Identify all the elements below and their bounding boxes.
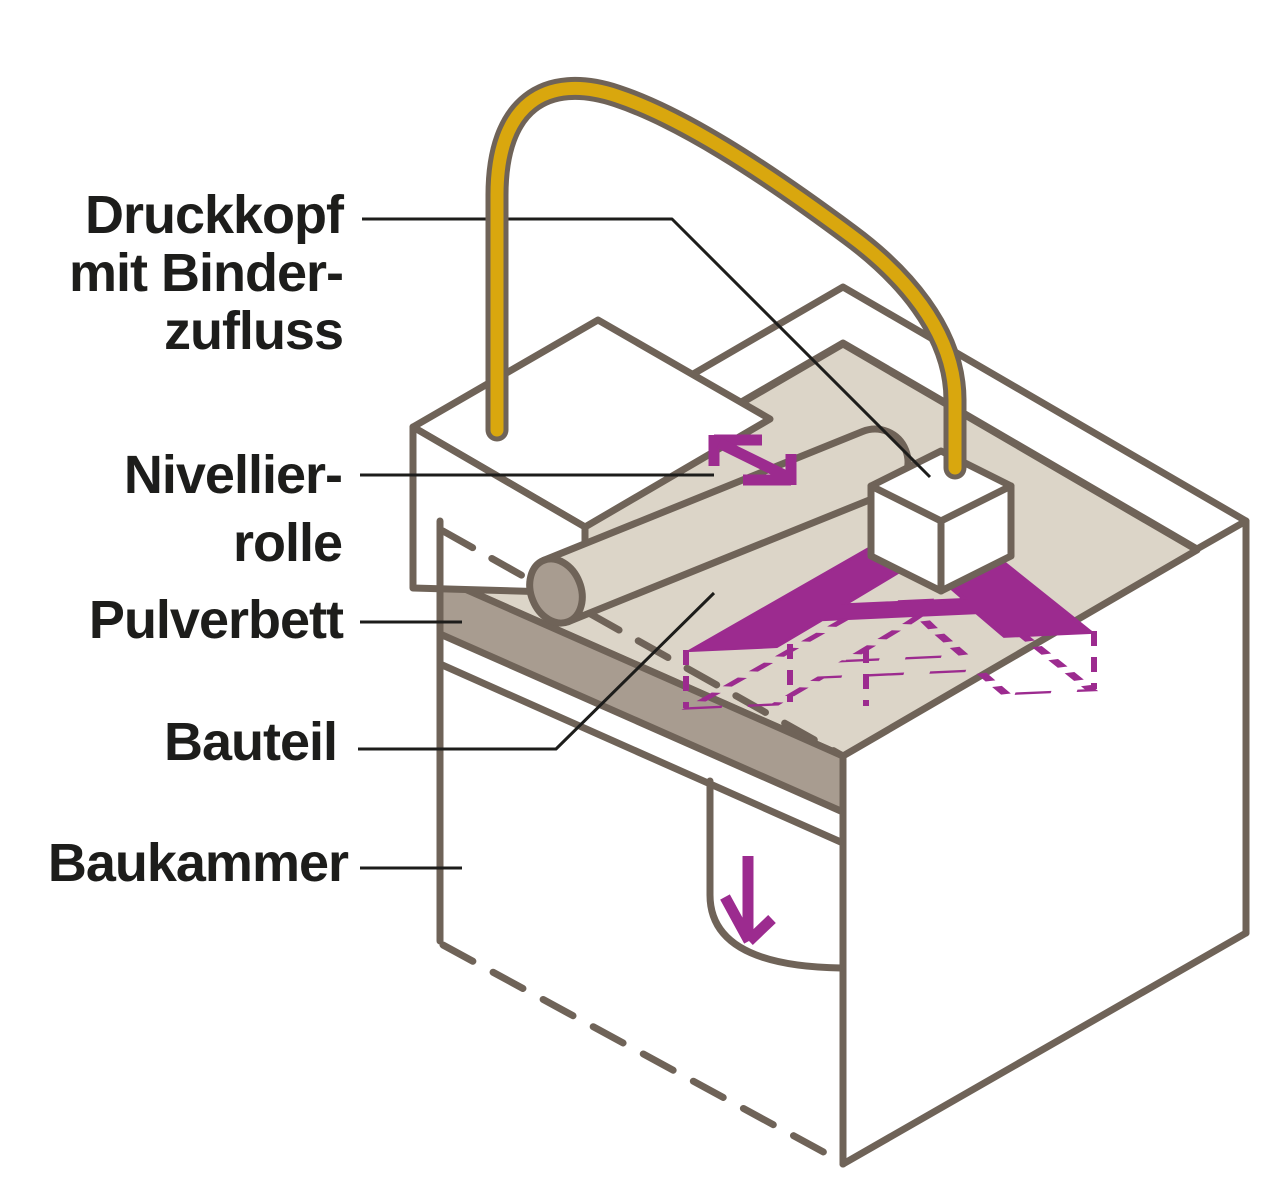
label-line: Pulverbett — [88, 590, 344, 650]
label-line: zufluss — [163, 301, 344, 361]
hidden-platform-edge-dashed — [439, 527, 847, 760]
chamber-bottom-right-edge — [839, 929, 1250, 1168]
label-line: Nivellier- — [123, 445, 343, 505]
binder-tube — [485, 76, 967, 480]
roller-end-face — [526, 555, 586, 627]
print-head-right — [937, 482, 1015, 595]
build-chamber-walls — [436, 517, 1250, 1168]
label-druckkopf: Druckkopf mit Binder- zufluss — [68, 185, 344, 361]
label-nivellierrolle: Nivellier- rolle — [123, 441, 343, 577]
label-line: rolle — [232, 513, 343, 573]
leader-druckkopf — [362, 217, 932, 479]
label-line: Druckkopf — [84, 185, 344, 245]
label-line: Baukammer — [47, 833, 349, 893]
printed-part-top-face: A — [663, 502, 1152, 683]
printed-part: A A — [661, 501, 1155, 742]
leader-lines — [358, 217, 932, 870]
platform-plate-edge — [436, 660, 847, 847]
chamber-hidden-bottom-edge — [439, 941, 844, 1165]
platform-down-arrow-icon — [720, 856, 776, 945]
label-line: mit Binder- — [68, 243, 344, 303]
printed-part-hidden-volume: A — [663, 559, 1152, 740]
print-head — [867, 447, 1015, 595]
piston-shaft — [706, 777, 845, 972]
leader-bauteil — [358, 591, 716, 751]
motion-arrows — [708, 434, 797, 945]
binder-tube-fill — [490, 81, 962, 475]
roller-direction-arrow-icon — [708, 434, 797, 486]
label-baukammer: Baukammer — [47, 833, 349, 893]
label-line: Bauteil — [163, 712, 338, 772]
label-pulverbett: Pulverbett — [88, 590, 344, 650]
label-bauteil: Bauteil — [163, 712, 338, 772]
